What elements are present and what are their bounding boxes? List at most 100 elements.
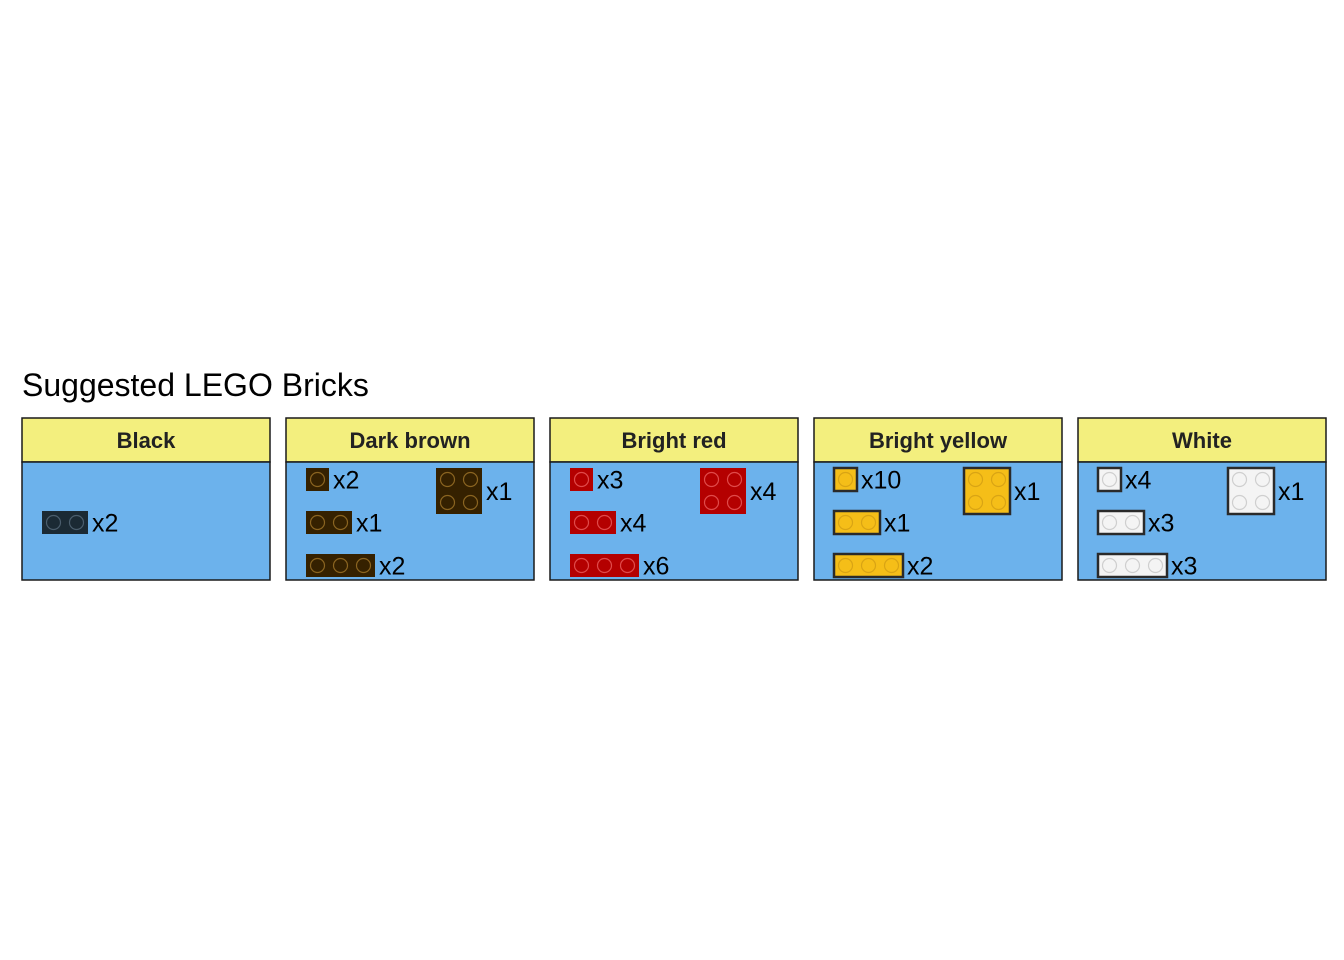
panel-header-label: Bright red (621, 428, 726, 453)
brick-body (42, 511, 88, 534)
brick-count-label: x1 (1278, 478, 1304, 506)
brick-stud (1231, 494, 1248, 511)
panel-black: Black x2 (21, 417, 271, 581)
brick-stud (703, 494, 720, 511)
brick-count-label: x2 (92, 510, 118, 538)
panel-header (21, 417, 271, 463)
brick-count-label: x4 (620, 510, 647, 538)
brick-stud (439, 494, 456, 511)
brick-count-label: x3 (597, 467, 623, 495)
brick-stud (1101, 557, 1118, 574)
brick-body (700, 468, 746, 514)
brick-2x1: x1 (832, 509, 910, 538)
brick-stud (837, 514, 854, 531)
brick-2x2: x1 (962, 466, 1040, 516)
brick-stud (45, 514, 62, 531)
brick-count-label: x2 (333, 467, 359, 495)
brick-stud (1101, 471, 1118, 488)
brick-count-label: x2 (907, 553, 933, 581)
brick-body (306, 468, 329, 491)
brick-2x2: x1 (1226, 466, 1304, 516)
brick-stud (1101, 514, 1118, 531)
brick-count-label: x10 (861, 467, 901, 495)
brick-stud (1124, 557, 1141, 574)
brick-1x1: x4 (1096, 466, 1152, 495)
brick-body (1096, 552, 1169, 579)
brick-stud (837, 557, 854, 574)
panel-header (813, 417, 1063, 463)
panel-header (1077, 417, 1327, 463)
brick-count-label: x3 (1148, 510, 1174, 538)
brick-count-label: x1 (884, 510, 910, 538)
brick-2x2: x1 (436, 468, 512, 514)
brick-stud (837, 471, 854, 488)
brick-stud (309, 557, 326, 574)
brick-stud (596, 557, 613, 574)
brick-2x2: x4 (700, 468, 777, 514)
brick-stud (967, 494, 984, 511)
brick-body (1096, 509, 1146, 536)
brick-count-label: x2 (379, 553, 405, 581)
brick-body (962, 466, 1012, 516)
brick-1x1: x2 (306, 467, 359, 495)
brick-stud (883, 557, 900, 574)
brick-stud (309, 514, 326, 531)
brick-1x1: x10 (832, 467, 901, 495)
brick-stud (1124, 514, 1141, 531)
brick-count-label: x1 (486, 478, 512, 506)
panel-bright-red: Bright red x3 x4 x6 x4 (549, 417, 799, 581)
brick-stud (860, 514, 877, 531)
brick-count-label: x4 (1125, 467, 1152, 495)
brick-stud (573, 514, 590, 531)
brick-stud (332, 557, 349, 574)
panel-header (549, 417, 799, 463)
brick-stud (462, 494, 479, 511)
brick-stud (1254, 494, 1271, 511)
panel-header-label: Dark brown (349, 428, 470, 453)
brick-body (570, 554, 639, 577)
brick-body (306, 511, 352, 534)
panel-header-label: Black (117, 428, 176, 453)
panel-header-label: Bright yellow (869, 428, 1008, 453)
brick-stud (990, 471, 1007, 488)
brick-2x1: x1 (306, 510, 382, 538)
brick-stud (1254, 471, 1271, 488)
brick-stud (309, 471, 326, 488)
panel-bright-yellow: Bright yellow x10 x1 x2 x1 (813, 417, 1063, 581)
brick-stud (1231, 471, 1248, 488)
brick-body (1226, 466, 1276, 516)
brick-stud (990, 494, 1007, 511)
brick-stud (726, 471, 743, 488)
brick-body (832, 509, 882, 536)
brick-stud (462, 471, 479, 488)
brick-stud (355, 557, 372, 574)
panel-dark-brown: Dark brown x2 x1 x2 x1 (285, 417, 535, 581)
brick-stud (596, 514, 613, 531)
brick-count-label: x1 (1014, 478, 1040, 506)
brick-body (570, 511, 616, 534)
panel-white: White x4 x3 x3 x1 (1077, 417, 1327, 581)
brick-body (832, 552, 905, 579)
brick-stud (68, 514, 85, 531)
brick-stud (332, 514, 349, 531)
brick-body (570, 468, 593, 491)
brick-3x1: x2 (832, 552, 933, 581)
brick-body (436, 468, 482, 514)
brick-stud (726, 494, 743, 511)
brick-stud (573, 471, 590, 488)
panel-header (285, 417, 535, 463)
panel-header-label: White (1172, 428, 1232, 453)
chart-title: Suggested LEGO Bricks (22, 367, 369, 403)
brick-stud (860, 557, 877, 574)
brick-count-label: x6 (643, 553, 669, 581)
brick-body (1096, 466, 1123, 493)
brick-3x1: x2 (306, 553, 405, 581)
brick-stud (703, 471, 720, 488)
brick-stud (619, 557, 636, 574)
brick-count-label: x4 (750, 478, 777, 506)
brick-stud (439, 471, 456, 488)
brick-stud (967, 471, 984, 488)
brick-count-label: x3 (1171, 553, 1197, 581)
brick-1x1: x3 (570, 467, 623, 495)
